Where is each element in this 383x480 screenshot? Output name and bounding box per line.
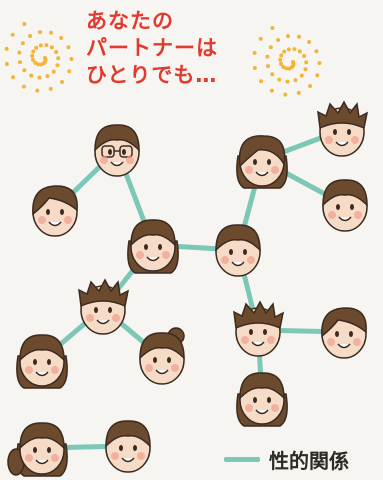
legend: 性的関係	[224, 446, 349, 473]
face-icon	[321, 307, 367, 359]
title-line-2: パートナーは	[86, 36, 218, 60]
legend-line-swatch	[224, 456, 260, 462]
relationship-lines	[39, 127, 348, 451]
face-icon	[127, 219, 179, 274]
faces	[7, 100, 369, 477]
swirl-icon	[4, 22, 74, 93]
face-icon	[78, 278, 130, 335]
face-icon	[32, 185, 78, 237]
face-icon	[236, 372, 288, 427]
face-icon	[7, 422, 68, 477]
face-icon	[322, 179, 368, 232]
face-icon	[105, 420, 151, 473]
title-line-1: あなたの	[86, 9, 174, 33]
face-icon	[317, 100, 369, 157]
face-icon	[215, 224, 261, 277]
legend-label: 性的関係	[269, 448, 349, 473]
face-icon	[139, 327, 185, 385]
page-title: あなたの パートナーは ひとりでも…	[86, 8, 286, 89]
face-icon	[16, 334, 68, 389]
face-icon	[233, 300, 285, 357]
swirl-icon	[252, 26, 322, 97]
face-icon	[94, 124, 140, 177]
swirl-decorations	[4, 22, 322, 97]
face-icon	[236, 135, 288, 189]
title-line-3: ひとりでも…	[86, 63, 218, 87]
